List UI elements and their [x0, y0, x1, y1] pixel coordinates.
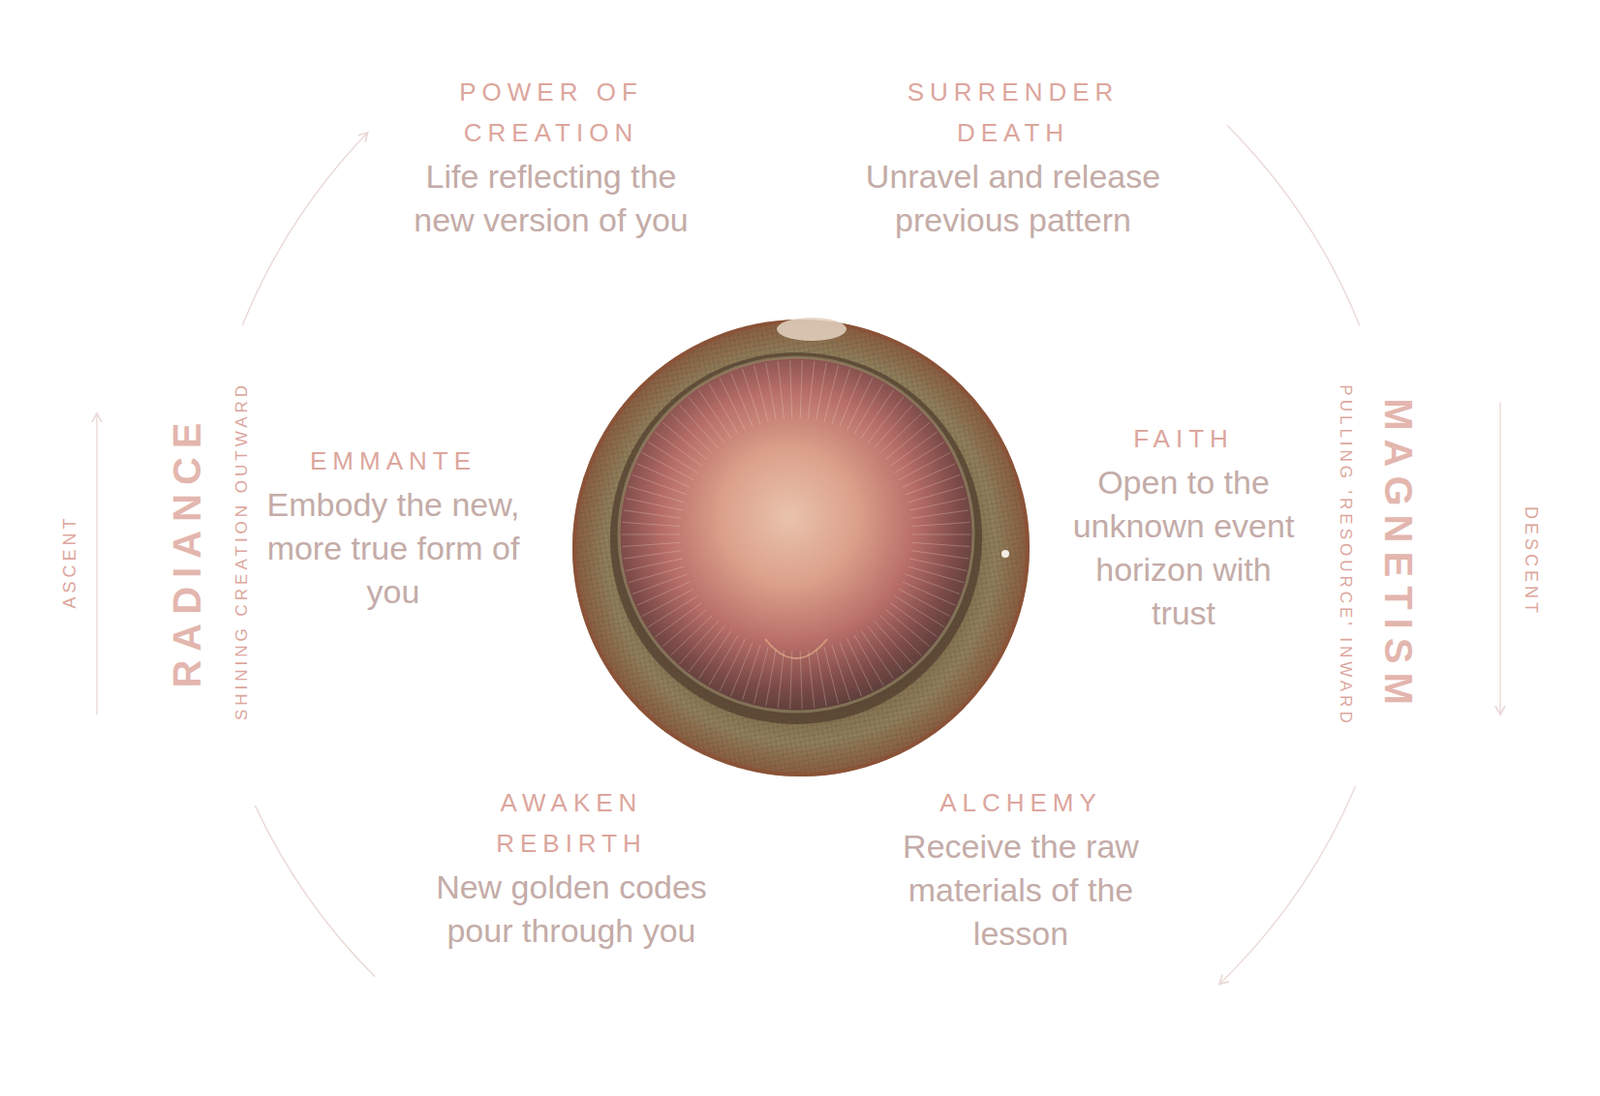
light-ray [708, 383, 739, 434]
descent-arrow [1499, 402, 1501, 715]
light-ray [623, 510, 681, 519]
phase-subtitle: PULLING 'RESOURCE' INWARD [1337, 384, 1354, 727]
light-ray [808, 361, 815, 420]
light-ray [911, 551, 969, 559]
stage-heading: SURRENDER DEATH [887, 71, 1139, 154]
light-ray [885, 422, 930, 461]
light-ray [839, 372, 862, 428]
cycle-arcs [242, 124, 1359, 985]
light-ray [800, 650, 802, 709]
ouroboros [572, 317, 1030, 777]
stage-description: Unravel and release previous pattern [848, 154, 1178, 243]
light-ray [912, 522, 971, 526]
stage-heading: AWAKEN REBIRTH [445, 782, 698, 864]
light-ray [647, 596, 698, 628]
light-ray [637, 463, 691, 488]
light-ray [632, 474, 687, 495]
light-ray [637, 582, 691, 606]
light-ray [628, 486, 685, 503]
stage-heading: FAITH [1057, 418, 1310, 460]
light-ray [741, 645, 761, 701]
light-ray [905, 474, 960, 495]
light-ray [621, 542, 680, 547]
stage-description: Embody the new, more true form of you [261, 483, 525, 615]
light-ray [824, 365, 839, 422]
light-ray [777, 649, 784, 708]
light-ray [907, 486, 964, 503]
light-ray [753, 646, 769, 704]
light-ray [632, 574, 687, 595]
light-ray [907, 566, 964, 584]
light-ray [662, 609, 708, 647]
light-ray [621, 522, 680, 526]
light-ray [894, 442, 945, 474]
light-ray [902, 582, 956, 606]
stage-description: Life reflecting the new version of you [391, 154, 711, 243]
light-ray [621, 534, 680, 536]
light-ray [912, 534, 971, 536]
light-ray [905, 574, 960, 595]
light-ray [839, 642, 862, 697]
light-ray [790, 360, 793, 419]
phase-title: RADIANCE [167, 413, 207, 688]
light-ray [873, 620, 913, 665]
light-ray [816, 363, 827, 421]
light-ray [898, 588, 951, 616]
stage-description: New golden codes pour through you [411, 865, 732, 954]
light-ray [679, 404, 719, 449]
direction-label: ASCENT [61, 514, 79, 609]
cycle-arc [242, 132, 368, 326]
light-ray [753, 365, 769, 422]
light-ray [766, 648, 776, 707]
light-ray [642, 588, 694, 616]
light-ray [898, 452, 951, 480]
light-ray [816, 648, 827, 707]
stage-heading: POWER OF CREATION [425, 71, 677, 154]
light-ray [847, 377, 873, 431]
direction-label: DESCENT [1522, 506, 1540, 617]
light-ray [731, 372, 753, 428]
light-ray [741, 369, 761, 425]
light-ray [902, 463, 956, 488]
ascent-arrow [95, 413, 97, 715]
light-ray [777, 361, 784, 420]
light-ray [831, 645, 851, 701]
cycle-arc [1227, 124, 1360, 326]
cycle-arc [254, 805, 375, 978]
light-ray [766, 363, 776, 421]
light-ray [909, 498, 967, 511]
light-ray [911, 510, 969, 519]
stage-heading: ALCHEMY [894, 782, 1147, 824]
light-ray [628, 566, 685, 584]
light-ray [719, 377, 745, 431]
light-ray [790, 650, 793, 709]
light-ray [808, 649, 815, 708]
stage-description: Open to the unknown event horizon with t… [1065, 461, 1303, 636]
light-ray [854, 635, 884, 686]
light-ray [642, 452, 694, 480]
light-ray [625, 558, 683, 571]
light-ray [909, 558, 967, 571]
stage-description: Receive the raw materials of the lesson [890, 825, 1152, 956]
light-ray [831, 369, 851, 425]
light-ray [824, 646, 839, 704]
cycle-arc [1219, 786, 1355, 985]
light-ray [623, 551, 681, 559]
light-ray [912, 542, 971, 547]
phase-title: MAGNETISM [1379, 398, 1418, 713]
light-ray [719, 639, 745, 692]
phase-subtitle: SHINING CREATION OUTWARD [233, 381, 250, 721]
light-ray [847, 639, 873, 692]
light-ray [625, 498, 683, 511]
light-ray [800, 360, 802, 419]
light-ray [731, 642, 753, 697]
stage-heading: EMMANTE [267, 440, 520, 482]
